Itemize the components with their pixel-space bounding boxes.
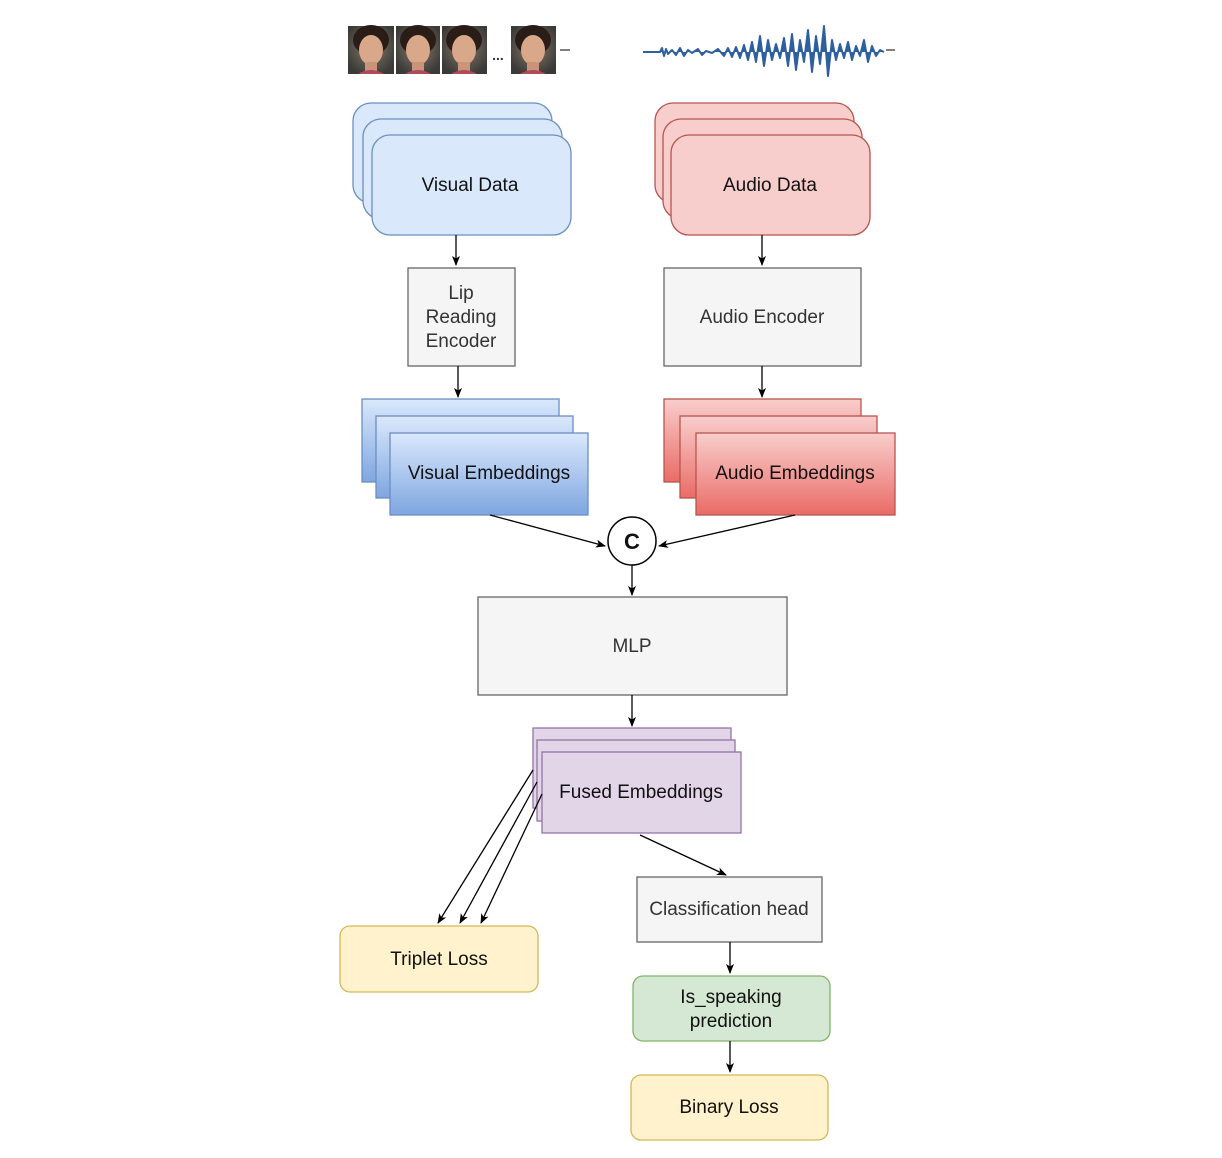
video-frames-icon: ... [348, 25, 570, 74]
audio-encoder: Audio Encoder [663, 267, 862, 367]
audio-encoder-label: Audio Encoder [700, 307, 825, 328]
fused-embeddings-label: Fused Embeddings [559, 782, 723, 803]
classification-head-label: Classification head [649, 899, 808, 920]
visual-embeddings-box [389, 432, 589, 516]
audio-embeddings-stack: Audio Embeddings [663, 398, 896, 516]
arrow-fused-to-classification-head [639, 834, 727, 876]
is-speaking-prediction-line-2: prediction [690, 1011, 772, 1032]
audio-data-box [670, 134, 871, 236]
lip-reading-encoder-line-3: Encoder [426, 331, 497, 352]
audio-embeddings-box [695, 432, 896, 516]
frames-ellipsis: ... [492, 47, 504, 63]
face-frame-2 [396, 25, 440, 74]
arrow-audio-embeddings-to-concat [658, 514, 796, 548]
arrow-fused-to-triplet-2 [459, 781, 538, 924]
arrow-fused-to-triplet-3 [480, 793, 543, 924]
face-frame-4 [511, 25, 556, 74]
visual-data-stack: Visual Data [352, 102, 572, 236]
classification-head: Classification head [636, 876, 823, 943]
fused-embeddings-stack: Fused Embeddings [532, 727, 742, 834]
triplet-loss: Triplet Loss [339, 925, 539, 993]
concat-node: C [607, 516, 657, 566]
lip-reading-encoder-line-2: Reading [426, 307, 497, 328]
visual-data-box [371, 134, 572, 236]
fused-embeddings-box [541, 751, 742, 834]
waveform-icon [643, 25, 895, 77]
visual-embeddings-stack: Visual Embeddings [361, 398, 589, 516]
mlp-block: MLP [477, 596, 788, 696]
triplet-loss-label: Triplet Loss [390, 949, 488, 970]
binary-loss: Binary Loss [630, 1074, 829, 1141]
concat-label: C [624, 529, 640, 554]
face-frame-3 [442, 25, 487, 74]
arrow-fused-to-triplet-1 [437, 769, 534, 924]
is-speaking-prediction: Is_speaking prediction [632, 975, 831, 1042]
visual-embeddings-label: Visual Embeddings [408, 463, 570, 484]
binary-loss-label: Binary Loss [679, 1097, 778, 1118]
lip-reading-encoder-line-1: Lip [448, 283, 473, 304]
mlp-label: MLP [612, 636, 651, 657]
audio-data-label: Audio Data [723, 175, 817, 196]
lip-reading-encoder: Lip Reading Encoder [407, 267, 516, 367]
visual-data-label: Visual Data [422, 175, 519, 196]
arrow-visual-embeddings-to-concat [489, 514, 606, 548]
audio-embeddings-label: Audio Embeddings [715, 463, 875, 484]
face-frame-1 [348, 25, 394, 74]
is-speaking-prediction-line-1: Is_speaking [680, 987, 781, 1008]
audio-data-stack: Audio Data [654, 102, 871, 236]
